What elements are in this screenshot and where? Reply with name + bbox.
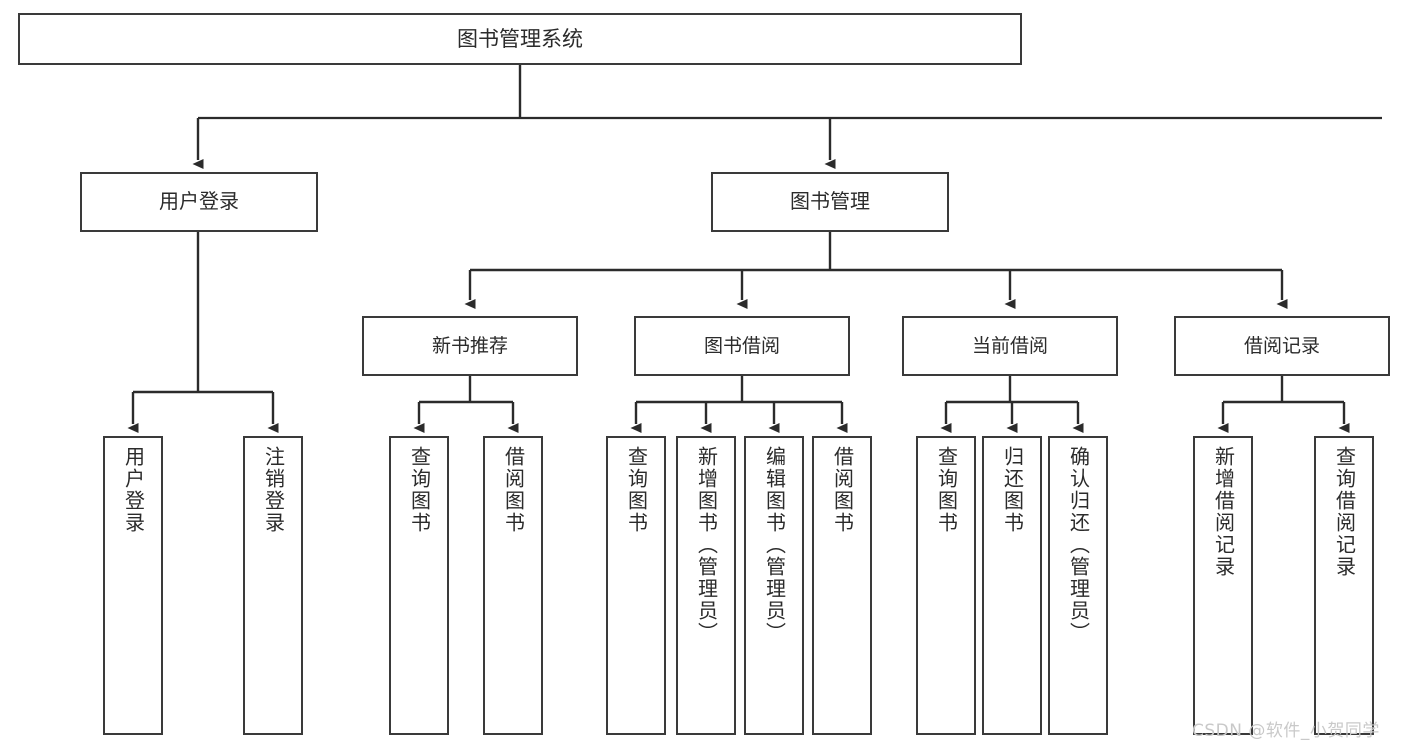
- node-label: 借阅图书: [501, 446, 526, 534]
- node-label: 图书借阅: [703, 334, 780, 357]
- leaf-return-book[interactable]: 归还图书: [982, 436, 1042, 735]
- node-root-book-management-system[interactable]: 图书管理系统: [18, 13, 1022, 65]
- leaf-user-login[interactable]: 用户登录: [103, 436, 163, 735]
- leaf-borrow-book-recommend[interactable]: 借阅图书: [483, 436, 543, 735]
- leaf-add-book-admin[interactable]: 新增图书（管理员）: [676, 436, 736, 735]
- node-label: 图书管理系统: [457, 26, 583, 51]
- leaf-query-book-recommend[interactable]: 查询图书: [389, 436, 449, 735]
- leaf-add-borrow-record[interactable]: 新增借阅记录: [1193, 436, 1253, 735]
- node-label: 借阅图书: [830, 446, 855, 534]
- node-label: 新增图书（管理员）: [694, 446, 719, 644]
- node-label: 注销登录: [261, 446, 286, 534]
- node-label: 查询图书: [407, 446, 432, 534]
- node-label: 查询借阅记录: [1332, 446, 1357, 578]
- node-user-login[interactable]: 用户登录: [80, 172, 318, 232]
- node-label: 当前借阅: [971, 334, 1048, 357]
- node-current-borrow[interactable]: 当前借阅: [902, 316, 1118, 376]
- node-label: 新增借阅记录: [1211, 446, 1236, 578]
- node-book-management[interactable]: 图书管理: [711, 172, 949, 232]
- node-label: 用户登录: [159, 189, 239, 214]
- node-new-book-recommend[interactable]: 新书推荐: [362, 316, 578, 376]
- node-label: 查询图书: [624, 446, 649, 534]
- leaf-edit-book-admin[interactable]: 编辑图书（管理员）: [744, 436, 804, 735]
- csdn-watermark: CSDN @软件_小贺同学: [1192, 721, 1380, 741]
- leaf-query-book-borrow[interactable]: 查询图书: [606, 436, 666, 735]
- node-book-borrow[interactable]: 图书借阅: [634, 316, 850, 376]
- leaf-query-borrow-record[interactable]: 查询借阅记录: [1314, 436, 1374, 735]
- leaf-borrow-book[interactable]: 借阅图书: [812, 436, 872, 735]
- node-label: 新书推荐: [431, 334, 508, 357]
- node-label: 图书管理: [790, 189, 870, 214]
- node-label: 查询图书: [934, 446, 959, 534]
- node-label: 归还图书: [1000, 446, 1025, 534]
- node-label: 借阅记录: [1243, 334, 1320, 357]
- node-label: 确认归还（管理员）: [1066, 446, 1091, 644]
- node-label: 编辑图书（管理员）: [762, 446, 787, 644]
- node-borrow-record[interactable]: 借阅记录: [1174, 316, 1390, 376]
- leaf-query-book-current[interactable]: 查询图书: [916, 436, 976, 735]
- leaf-logout[interactable]: 注销登录: [243, 436, 303, 735]
- leaf-confirm-return-admin[interactable]: 确认归还（管理员）: [1048, 436, 1108, 735]
- node-label: 用户登录: [121, 446, 146, 534]
